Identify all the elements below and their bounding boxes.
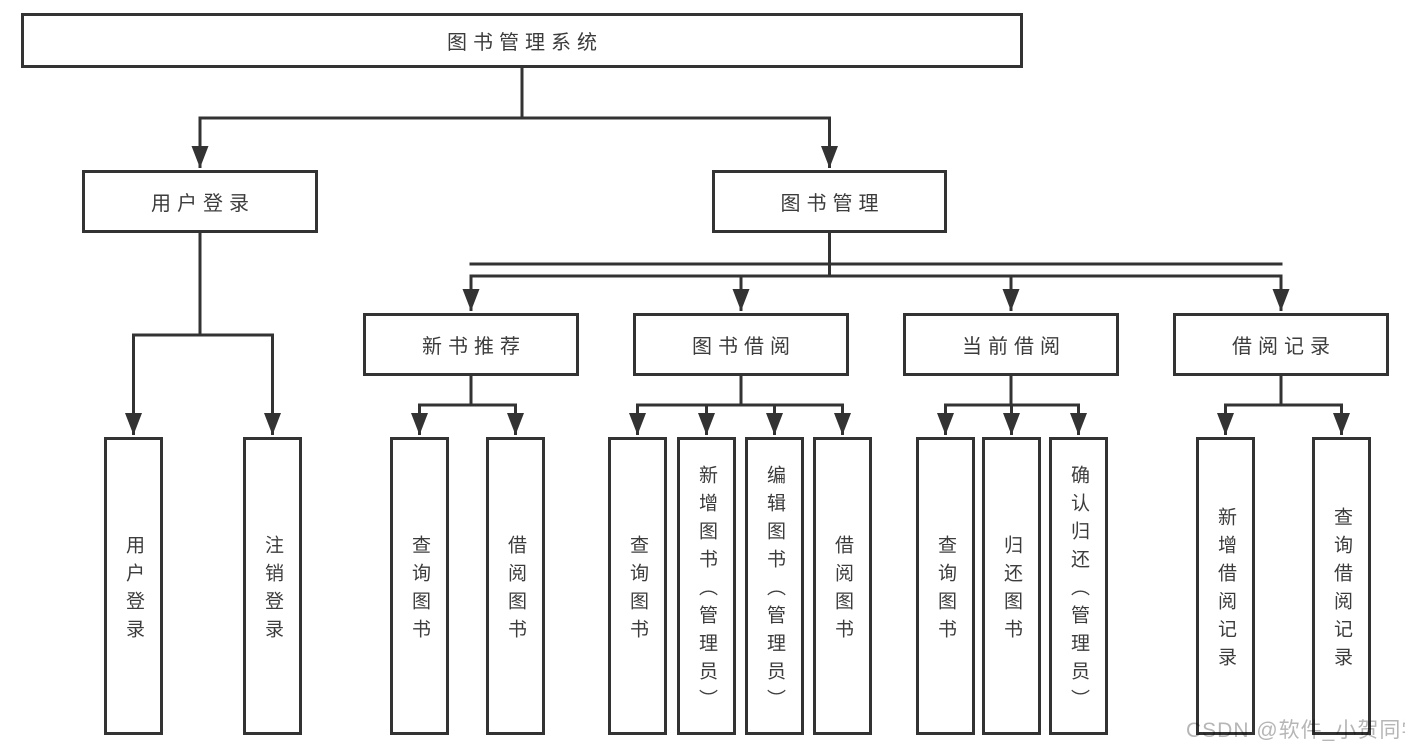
leaf-add-books-admin-label: 新增图书（管理员） bbox=[696, 464, 717, 717]
leaf-add-books-admin: 新增图书（管理员） bbox=[677, 437, 736, 735]
node-user-login: 用户登录 bbox=[82, 170, 318, 233]
node-user-login-label: 用户登录 bbox=[151, 193, 255, 215]
leaf-confirm-return-admin-label: 确认归还（管理员） bbox=[1068, 464, 1089, 717]
node-root-system: 图书管理系统 bbox=[21, 13, 1023, 68]
leaf-borrow-books-recommend-label: 借阅图书 bbox=[505, 534, 526, 647]
leaf-edit-books-admin: 编辑图书（管理员） bbox=[745, 437, 804, 735]
node-root-system-label: 图书管理系统 bbox=[447, 32, 603, 54]
leaf-add-borrow-record: 新增借阅记录 bbox=[1196, 437, 1255, 735]
leaf-query-books-borrowing-label: 查询图书 bbox=[627, 534, 648, 647]
leaf-borrow-books-recommend: 借阅图书 bbox=[486, 437, 545, 735]
node-current-borrowing-label: 当前借阅 bbox=[962, 336, 1066, 358]
watermark: CSDN @软件_小贺同学 bbox=[1186, 719, 1405, 742]
leaf-borrow-books-borrowing-label: 借阅图书 bbox=[832, 534, 853, 647]
leaf-return-books-label: 归还图书 bbox=[1001, 534, 1022, 647]
leaf-query-books-recommend-label: 查询图书 bbox=[409, 534, 430, 647]
leaf-query-books-current-label: 查询图书 bbox=[935, 534, 956, 647]
leaf-logout-label: 注销登录 bbox=[262, 534, 283, 647]
node-borrowing-records: 借阅记录 bbox=[1173, 313, 1389, 376]
node-new-book-recommendation-label: 新书推荐 bbox=[422, 336, 526, 358]
leaf-query-books-borrowing: 查询图书 bbox=[608, 437, 667, 735]
leaf-user-login-label: 用户登录 bbox=[123, 534, 144, 647]
leaf-confirm-return-admin: 确认归还（管理员） bbox=[1049, 437, 1108, 735]
leaf-edit-books-admin-label: 编辑图书（管理员） bbox=[764, 464, 785, 717]
leaf-user-login: 用户登录 bbox=[104, 437, 163, 735]
node-current-borrowing: 当前借阅 bbox=[903, 313, 1119, 376]
leaf-query-books-current: 查询图书 bbox=[916, 437, 975, 735]
leaf-query-borrow-record: 查询借阅记录 bbox=[1312, 437, 1371, 735]
leaf-add-borrow-record-label: 新增借阅记录 bbox=[1215, 506, 1236, 675]
leaf-return-books: 归还图书 bbox=[982, 437, 1041, 735]
node-book-borrowing: 图书借阅 bbox=[633, 313, 849, 376]
leaf-borrow-books-borrowing: 借阅图书 bbox=[813, 437, 872, 735]
node-book-management-label: 图书管理 bbox=[780, 193, 885, 215]
leaf-query-books-recommend: 查询图书 bbox=[390, 437, 449, 735]
leaf-logout: 注销登录 bbox=[243, 437, 302, 735]
node-book-borrowing-label: 图书借阅 bbox=[692, 336, 796, 358]
leaf-query-borrow-record-label: 查询借阅记录 bbox=[1331, 506, 1352, 675]
node-new-book-recommendation: 新书推荐 bbox=[363, 313, 579, 376]
node-book-management: 图书管理 bbox=[712, 170, 947, 233]
node-borrowing-records-label: 借阅记录 bbox=[1232, 336, 1336, 358]
